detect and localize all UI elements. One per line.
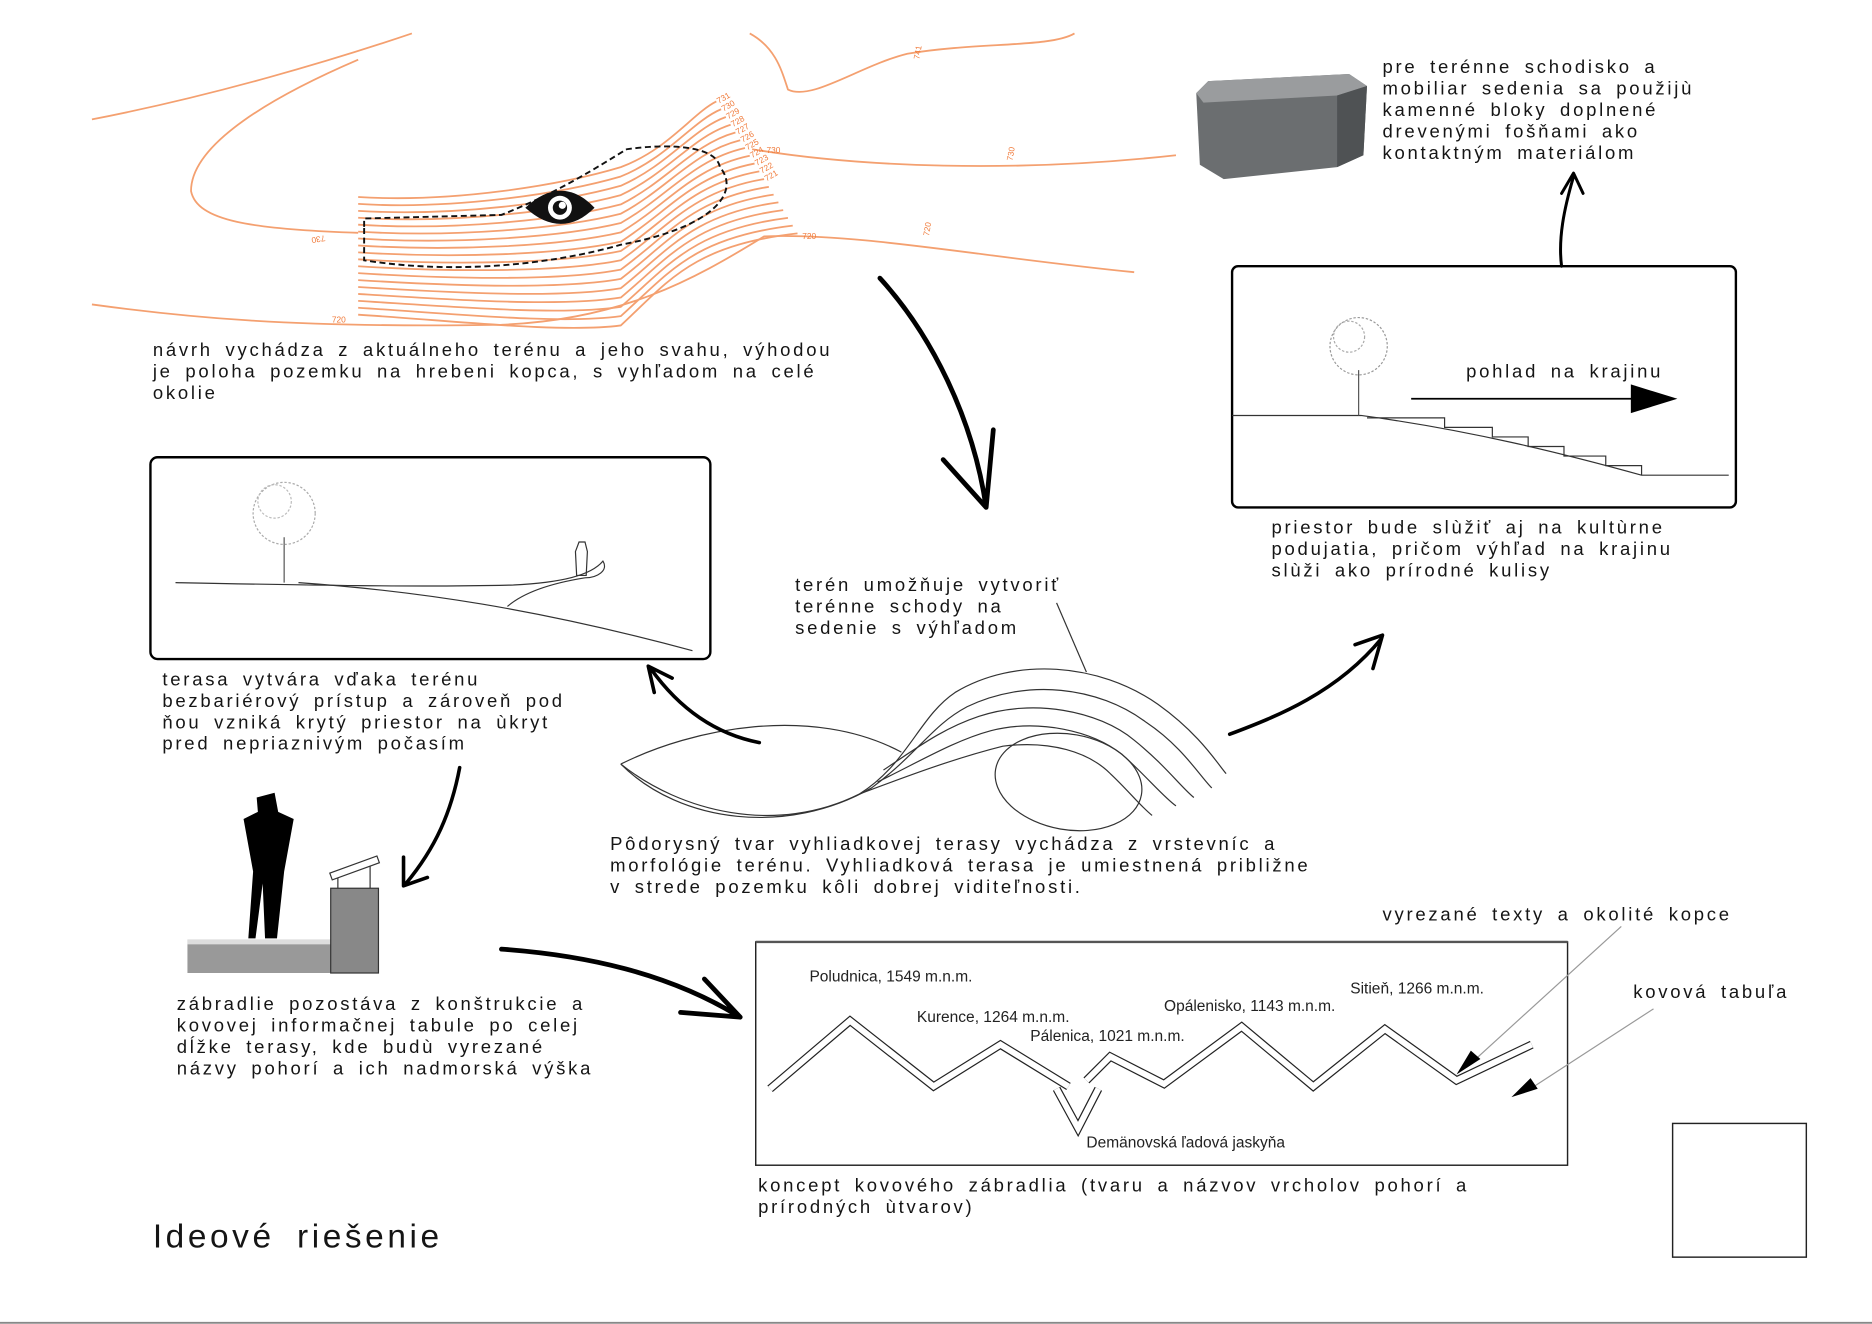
pointer-icon (1456, 1050, 1481, 1075)
plot-boundary (363, 145, 728, 269)
plan-caption-line: v strede pozemku kôli dobrej viditeľnost… (610, 876, 1083, 897)
contour-line (358, 209, 784, 304)
terrace-section-box (149, 456, 712, 661)
contour-line (358, 147, 746, 242)
contour-line (358, 178, 765, 272)
eye-icon (525, 190, 595, 224)
stone-block-image (1196, 74, 1367, 180)
person-silhouette-icon (243, 792, 294, 939)
contour-label: 720 (921, 221, 933, 237)
railing-zigzag (767, 1015, 1534, 1138)
arrow-down-icon (877, 275, 996, 510)
arrow-up-right-icon (1227, 633, 1385, 737)
view-caption-line: slùži ako prírodné kulisy (1271, 560, 1551, 581)
note-cut-texts: vyrezané texty a okolité kopce (1383, 903, 1732, 924)
contour-line (358, 162, 755, 257)
stone-caption-line: kamenné bloky doplnené (1383, 99, 1659, 120)
contour-label: 730 (1005, 146, 1017, 162)
peak-label: Kurence, 1264 m.n.m. (917, 1009, 1070, 1026)
tree-icon (252, 481, 316, 583)
contour-label: 730 (766, 145, 780, 155)
note-metal-plate: kovová tabuľa (1633, 981, 1789, 1002)
view-label: pohlad na krajinu (1466, 360, 1663, 381)
contour-label: 741 (911, 44, 923, 60)
arrow-right-icon (499, 946, 743, 1020)
pointer-icon (1511, 1078, 1538, 1098)
person-icon (574, 541, 588, 577)
contour-line (358, 108, 722, 207)
railing-section-drawing (187, 792, 381, 974)
steps-note-line: terénne schody na (795, 595, 1003, 616)
tree-icon (1329, 316, 1388, 416)
stone-caption-line: mobiliar sedenia sa použijù (1383, 77, 1695, 98)
map-caption-line: okolie (153, 382, 218, 403)
map-caption-line: je poloha pozemku na hrebeni kopca, s vy… (152, 360, 817, 381)
peak-label: Pálenica, 1021 m.n.m. (1030, 1028, 1184, 1045)
contour-line (358, 154, 750, 249)
view-caption-line: podujatia, pričom výhľad na krajinu (1271, 538, 1672, 559)
arrow-down-left-icon (401, 765, 462, 888)
plan-caption-line: morfológie terénu. Vyhliadková terasa je… (610, 855, 1310, 876)
railing-caption-line: zábradlie pozostáva z konštrukcie a (177, 993, 585, 1014)
terrace-caption-line: bezbariérový prístup a zároveň pod (162, 690, 564, 711)
plan-caption-line: Pôdorysný tvar vyhliadkovej terasy vychá… (610, 833, 1277, 854)
arrow-up-left-icon (646, 664, 762, 745)
peak-label: Demänovská ľadová jaskyňa (1086, 1134, 1285, 1151)
terrace-caption-line: terasa vytvára vďaka terénu (162, 668, 480, 689)
concept-caption-line: koncept kovového zábradlia (tvaru a názv… (758, 1174, 1469, 1195)
contour-line (358, 170, 760, 264)
contour-line (358, 232, 798, 329)
contour-line (358, 201, 779, 295)
view-caption-line: priestor bude slùžiť aj na kultùrne (1271, 517, 1664, 538)
arrow-right-icon (1630, 384, 1678, 414)
view-section-box: pohlad na krajinu (1230, 265, 1738, 509)
stone-caption-line: pre terénne schodisko a (1383, 56, 1658, 77)
map-caption-line: návrh vychádza z aktuálneho terénu a jeh… (153, 339, 832, 360)
stone-caption-line: drevenými fošňami ako (1383, 120, 1640, 141)
contour-line (358, 116, 727, 214)
contour-line (358, 123, 731, 221)
stone-caption-line: kontaktným materiálom (1383, 142, 1637, 163)
contour-line (358, 224, 793, 321)
contour-label: 720 (332, 314, 346, 324)
railing-caption-line: názvy pohorí a ich nadmorská výška (177, 1057, 593, 1078)
steps-note-line: sedenie s výhľadom (795, 617, 1019, 638)
contour-line (358, 139, 741, 235)
railing-concept-box: Poludnica, 1549 m.n.m. Kurence, 1264 m.n… (755, 940, 1569, 1166)
contour-line (358, 216, 789, 312)
terrace-caption-line: pred nepriaznivým počasím (162, 733, 466, 754)
contour-label: 720 (802, 231, 816, 241)
peak-label: Poludnica, 1549 m.n.m. (809, 968, 972, 985)
steps-note-line: terén umožňuje vytvoriť (795, 574, 1061, 595)
concept-caption-line: prírodných ùtvarov) (758, 1196, 974, 1217)
contour-line (358, 185, 769, 279)
peak-label: Sitieň, 1266 m.n.m. (1350, 980, 1484, 997)
railing-caption-line: kovovej informačnej tabule po celej (177, 1015, 580, 1036)
railing-caption-line: dĺžke terasy, kde budù vyrezané (177, 1036, 545, 1057)
contour-label: 730 (310, 233, 326, 245)
contour-line (358, 131, 736, 228)
contour-line (358, 100, 717, 200)
arrow-up-icon (1559, 171, 1585, 268)
peak-label: Opálenisko, 1143 m.n.m. (1164, 998, 1335, 1015)
terrace-caption-line: ňou vzniká krytý priestor na ùkryt (162, 711, 550, 732)
stamp-box (1671, 1122, 1808, 1258)
sheet-title: Ideové riešenie (153, 1219, 443, 1256)
terrace-plan-shape (620, 668, 1227, 832)
